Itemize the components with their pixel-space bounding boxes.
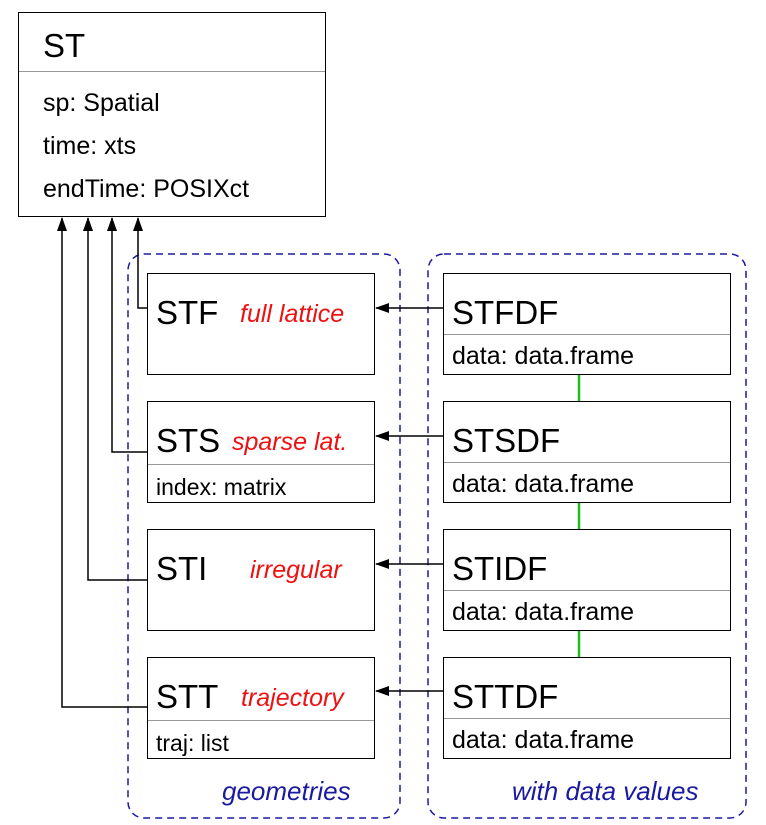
stfdf-attr-data: data: data.frame — [452, 342, 635, 370]
sts-class-box: STS sparse lat. index: matrix — [147, 401, 375, 503]
stf-class-box: STF full lattice — [147, 273, 375, 375]
geometries-group-outline — [127, 253, 401, 819]
data-values-group-outline — [427, 253, 747, 819]
stidf-class-box: STIDF data: data.frame — [443, 529, 731, 631]
geometries-group-label: geometries — [222, 776, 351, 806]
sttdf-class-box: STTDF data: data.frame — [443, 657, 731, 759]
st-attr-sp: sp: Spatial — [43, 89, 160, 117]
stt-class-box: STT trajectory traj: list — [147, 657, 375, 759]
stf-class-name: STF — [156, 294, 219, 331]
stidf-attr-data: data: data.frame — [452, 598, 635, 626]
sts-to-st-arrow — [107, 217, 148, 453]
sti-class-box: STI irregular — [147, 529, 375, 631]
st-class-name: ST — [43, 27, 86, 64]
st-class-separator — [19, 71, 325, 72]
st-class-box: ST sp: Spatial time: xts endTime: POSIXc… — [18, 12, 326, 217]
stf-to-st-arrow — [133, 217, 148, 309]
stfdf-class-separator — [444, 334, 730, 335]
stt-class-name: STT — [156, 678, 219, 715]
stsdf-class-separator — [444, 462, 730, 463]
sts-attr-index: index: matrix — [156, 474, 287, 500]
stfdf-class-box: STFDF data: data.frame — [443, 273, 731, 375]
stsdf-class-name: STSDF — [452, 422, 561, 459]
stt-attr-traj: traj: list — [156, 730, 229, 756]
sttdf-attr-data: data: data.frame — [452, 726, 635, 754]
stt-to-st-arrow — [57, 217, 148, 708]
stidf-class-name: STIDF — [452, 550, 548, 587]
data-values-group-label: with data values — [512, 776, 699, 806]
sti-note: irregular — [250, 556, 342, 584]
sttdf-class-name: STTDF — [452, 678, 559, 715]
st-attr-time: time: xts — [43, 132, 137, 160]
sts-note: sparse lat. — [232, 428, 348, 456]
sti-to-st-arrow — [83, 217, 148, 581]
stt-note: trajectory — [241, 684, 344, 712]
stsdf-class-box: STSDF data: data.frame — [443, 401, 731, 503]
sti-class-name: STI — [156, 550, 208, 587]
stsdf-attr-data: data: data.frame — [452, 470, 635, 498]
stt-class-separator — [148, 720, 374, 721]
st-attr-endtime: endTime: POSIXct — [43, 175, 250, 203]
sts-class-name: STS — [156, 422, 221, 459]
stfdf-class-name: STFDF — [452, 294, 559, 331]
sts-class-separator — [148, 464, 374, 465]
stidf-class-separator — [444, 590, 730, 591]
stf-note: full lattice — [240, 300, 345, 328]
sttdf-class-separator — [444, 718, 730, 719]
